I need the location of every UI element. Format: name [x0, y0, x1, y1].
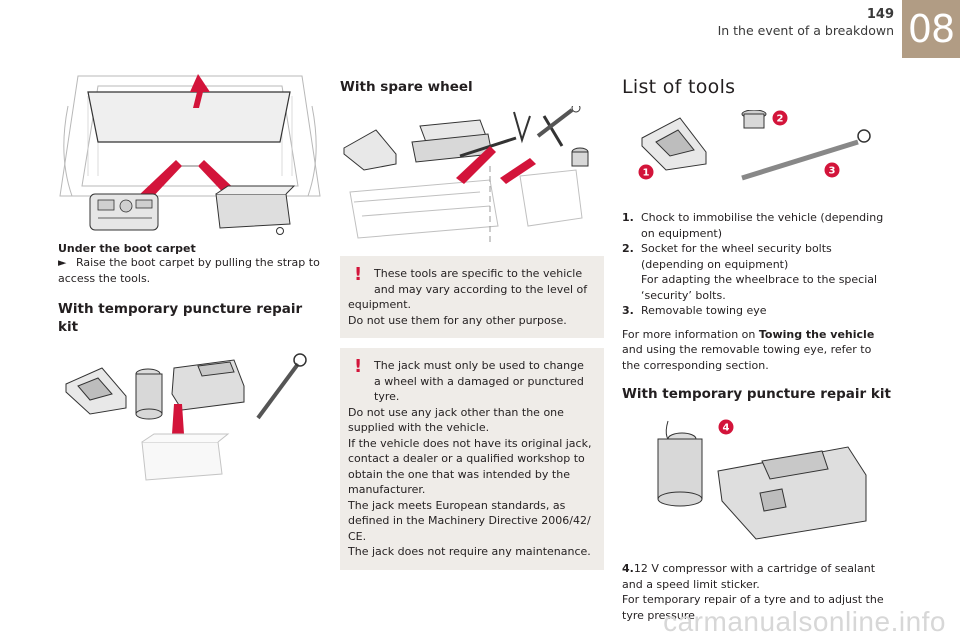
up-arrow-icon	[190, 74, 210, 108]
heading-spare-wheel: With spare wheel	[340, 79, 473, 95]
tools-numbered-illustration: 1 2 3	[638, 110, 871, 181]
page-number: 149	[866, 7, 894, 22]
chapter-tab: 08	[902, 0, 960, 58]
step-instruction: ►Raise the boot carpet by pulling the st…	[58, 255, 322, 286]
bullet-arrow-icon: ►	[58, 256, 67, 269]
svg-text:3: 3	[829, 166, 836, 177]
boot-illustration	[59, 74, 321, 235]
warning-note-tools: ! These tools are specific to the vehicl…	[340, 256, 604, 338]
badge-4: 4	[718, 419, 734, 435]
note1-first: These tools are specific to the vehicle …	[374, 267, 588, 296]
warning-note-jack: ! The jack must only be used to change a…	[340, 348, 604, 570]
warning-icon: !	[354, 264, 363, 285]
list-item: 3. Removable towing eye	[622, 304, 767, 317]
note1-rest: equipment. Do not use them for any other…	[348, 298, 567, 327]
towing-link[interactable]: Towing the vehicle	[758, 327, 875, 341]
svg-text:4: 4	[723, 423, 730, 434]
list-item: 1. Chock to immobilise the vehicle (depe…	[622, 211, 884, 240]
warning-icon: !	[354, 356, 363, 377]
badge-1: 1	[638, 164, 654, 180]
section-title: In the event of a breakdown	[717, 23, 894, 38]
page-header: 149 In the event of a breakdown	[718, 8, 894, 39]
note2-rest: Do not use any jack other than the one s…	[348, 405, 592, 559]
heading-puncture-kit-2: With temporary puncture repair kit	[622, 386, 891, 402]
list-of-tools-title: List of tools	[622, 76, 736, 98]
caption-heading: Under the boot carpet	[58, 242, 196, 255]
svg-text:1: 1	[643, 168, 650, 179]
svg-text:2: 2	[777, 114, 784, 125]
compressor-description: 4.12 V compressor with a cartridge of se…	[622, 562, 884, 622]
column-middle: With spare wheel ! These tools are speci…	[340, 66, 604, 570]
watermark: carmanualsonline.info	[663, 606, 946, 637]
towing-info: For more information on Towing the vehic…	[622, 327, 875, 372]
puncture-kit-illustration	[65, 353, 307, 481]
note2-first: The jack must only be used to change a w…	[374, 359, 584, 403]
step-text: Raise the boot carpet by pulling the str…	[58, 256, 320, 285]
heading-puncture-kit: With temporary puncture repair kit	[58, 301, 303, 335]
spare-wheel-tools-illustration	[343, 106, 589, 246]
badge-3: 3	[824, 162, 840, 178]
badge-2: 2	[772, 110, 788, 126]
column-left: Under the boot carpet ►Raise the boot ca…	[58, 66, 322, 484]
column-right: List of tools 1 2 3 1. Chock to immobili…	[622, 66, 892, 623]
compressor-illustration: 4	[657, 419, 867, 540]
tool-list: 1. Chock to immobilise the vehicle (depe…	[622, 210, 892, 319]
list-item: 2. Socket for the wheel security bolts (…	[622, 242, 878, 302]
